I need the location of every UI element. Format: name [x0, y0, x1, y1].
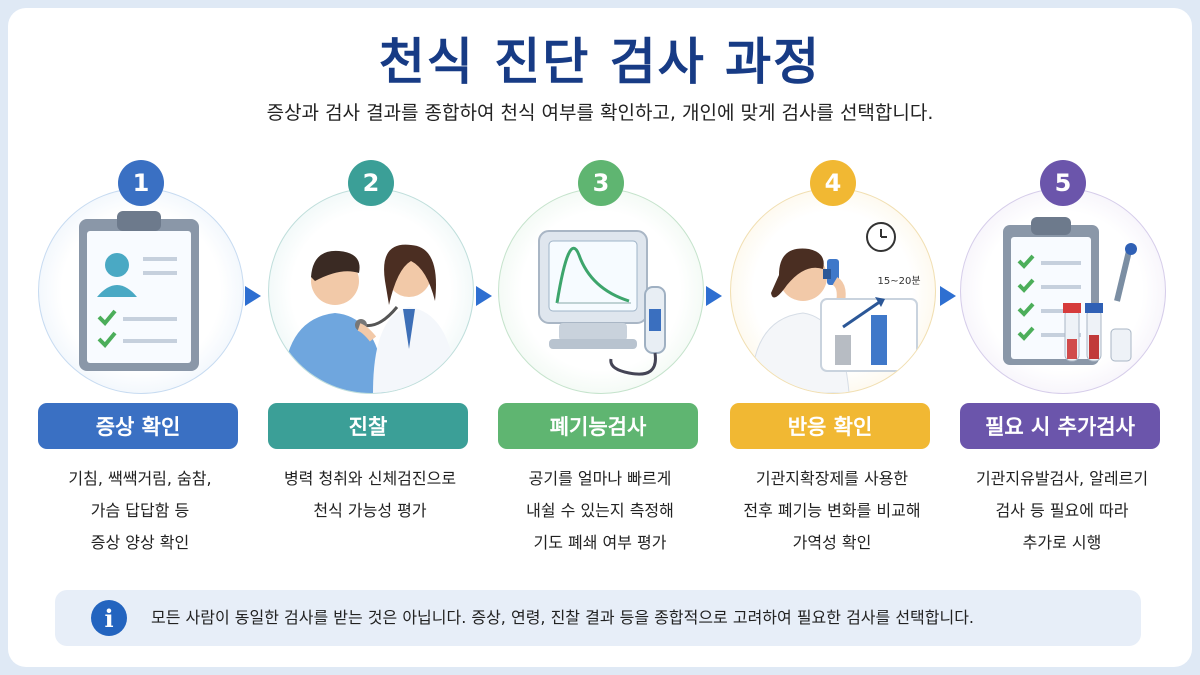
arrow-right-icon — [245, 286, 261, 306]
step-3-number: 3 — [578, 160, 624, 206]
arrow-right-icon — [940, 286, 956, 306]
step-5-number: 5 — [1040, 160, 1086, 206]
step-1: 1 증상 확인 기침, 쌕쌕거림, 숨참, 가슴 답답함 등 증상 양상 확인 — [36, 160, 248, 560]
step-3-description: 공기를 얼마나 빠르게 내쉴 수 있는지 측정해 기도 폐쇄 여부 평가 — [488, 463, 712, 559]
step-3-label: 폐기능검사 — [498, 403, 698, 449]
step-4-desc-line: 가역성 확인 — [792, 533, 872, 552]
step-2-desc-line: 병력 청취와 신체검진으로 — [283, 469, 457, 488]
step-2-label: 진찰 — [268, 403, 468, 449]
step-3-illustration — [498, 188, 704, 394]
inhaler-icon — [750, 222, 918, 393]
page-title: 천식 진단 검사 과정 — [378, 33, 822, 91]
step-5: 5 필요 시 추가검사 기관지유발검사, 알레르기 검사 등 필요에 따라 추가… — [958, 160, 1170, 560]
step-2-illustration — [268, 188, 474, 394]
step-4: 15~20분 4 반응 확인 기관지확장제를 사용한 전후 폐기능 변화를 비교… — [728, 160, 940, 560]
step-3-desc-line: 기도 폐쇄 여부 평가 — [533, 533, 667, 552]
page-subtitle: 증상과 검사 결과를 종합하여 천식 여부를 확인하고, 개인에 맞게 검사를 … — [266, 102, 934, 124]
info-icon: i — [91, 600, 127, 636]
step-5-desc-line: 검사 등 필요에 따라 — [995, 501, 1129, 520]
step-1-number: 1 — [118, 160, 164, 206]
step-4-illustration — [730, 188, 936, 394]
step-5-desc-line: 추가로 시행 — [1022, 533, 1102, 552]
step-4-desc-line: 전후 폐기능 변화를 비교해 — [743, 501, 921, 520]
arrow-right-icon — [706, 286, 722, 306]
step-4-label: 반응 확인 — [730, 403, 930, 449]
step-4-number: 4 — [810, 160, 856, 206]
step-3-desc-line: 내쉴 수 있는지 측정해 — [526, 501, 674, 520]
step-4-description: 기관지확장제를 사용한 전후 폐기능 변화를 비교해 가역성 확인 — [720, 463, 944, 559]
clipboard-vials-icon — [1003, 217, 1137, 365]
step-1-desc-line: 기침, 쌕쌕거림, 숨참, — [68, 469, 212, 488]
info-note-text: 모든 사람이 동일한 검사를 받는 것은 아닙니다. 증상, 연령, 진찰 결과… — [151, 608, 975, 627]
arrow-right-icon — [476, 286, 492, 306]
step-4-desc-line: 기관지확장제를 사용한 — [755, 469, 909, 488]
step-2-desc-line: 천식 가능성 평가 — [313, 501, 427, 520]
step-3: 3 폐기능검사 공기를 얼마나 빠르게 내쉴 수 있는지 측정해 기도 폐쇄 여… — [496, 160, 708, 560]
step-5-description: 기관지유발검사, 알레르기 검사 등 필요에 따라 추가로 시행 — [950, 463, 1174, 559]
step-1-label: 증상 확인 — [38, 403, 238, 449]
step-1-description: 기침, 쌕쌕거림, 숨참, 가슴 답답함 등 증상 양상 확인 — [28, 463, 252, 559]
clipboard-profile-icon — [79, 211, 199, 371]
step-1-desc-line: 증상 양상 확인 — [90, 533, 190, 552]
info-note: i 모든 사람이 동일한 검사를 받는 것은 아닙니다. 증상, 연령, 진찰 … — [55, 590, 1141, 646]
step-3-desc-line: 공기를 얼마나 빠르게 — [528, 469, 672, 488]
step-1-illustration — [38, 188, 244, 394]
spirometer-icon — [538, 230, 666, 376]
step-4-timer-label: 15~20분 — [877, 276, 921, 287]
step-5-desc-line: 기관지유발검사, 알레르기 — [975, 469, 1149, 488]
step-2-description: 병력 청취와 신체검진으로 천식 가능성 평가 — [258, 463, 482, 527]
step-5-label: 필요 시 추가검사 — [960, 403, 1160, 449]
step-5-illustration — [960, 188, 1166, 394]
doctor-stethoscope-icon — [283, 244, 457, 393]
step-2: 2 진찰 병력 청취와 신체검진으로 천식 가능성 평가 — [266, 160, 478, 560]
step-1-desc-line: 가슴 답답함 등 — [90, 501, 190, 520]
step-2-number: 2 — [348, 160, 394, 206]
